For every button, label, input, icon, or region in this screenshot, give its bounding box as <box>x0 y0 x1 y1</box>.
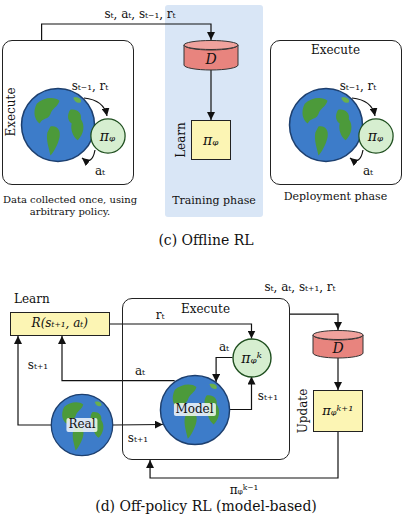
connector-arrow <box>42 24 211 40</box>
signal-label: sₜ₋₁, rₜ <box>340 79 377 93</box>
real-world-globe: Real <box>50 393 114 457</box>
learner-box: Learnπᵩ <box>191 120 231 160</box>
execute-box: πᵩ Execute <box>2 40 134 185</box>
note-text: Data collected once, using arbitrary pol… <box>3 194 138 218</box>
connector-label: rₜ <box>155 308 166 322</box>
signal-label: aₜ <box>363 164 373 178</box>
connector-arrow <box>230 377 252 410</box>
action-arrow <box>350 150 363 161</box>
action-arrow <box>82 150 95 161</box>
training-band: D LearnπᵩTraining phase <box>165 5 263 217</box>
connector-label: aₜ <box>134 364 146 378</box>
connector-label: sₜ₊₁ <box>27 358 49 372</box>
state-arrow <box>84 98 107 116</box>
connector-arrow <box>290 314 338 330</box>
reward-box: LearnR(sₜ₊₁, aₜ) <box>10 312 110 336</box>
update-box: Updateπᵩᵏ⁺¹ <box>313 390 363 432</box>
dataset-cylinder: D <box>312 330 364 358</box>
training-band-fill <box>165 5 263 217</box>
execute-box: πᵩExecuteDeployment phase <box>270 40 402 185</box>
node-label: Deployment phase <box>284 190 388 203</box>
node-heading: Update <box>297 389 311 434</box>
policy-circle: πᵩ <box>358 118 394 154</box>
node-label: D <box>332 340 343 356</box>
signal-label: sₜ₋₁, rₜ <box>72 79 109 93</box>
state-arrow <box>352 98 375 116</box>
node-label: Real <box>66 418 97 432</box>
connector-label: sₜ, aₜ, sₜ₋₁, rₜ <box>104 7 175 21</box>
policy-circle: πᵩ <box>90 118 126 154</box>
connector-label: sₜ, aₜ, sₜ₊₁, rₜ <box>263 280 336 294</box>
node-label: πᵩ <box>368 127 383 143</box>
dataset-cylinder: D <box>183 40 239 70</box>
node-heading: Execute <box>311 44 360 58</box>
connector-label: πᵩᵏ⁻¹ <box>229 483 260 497</box>
connector-arrow <box>337 358 338 390</box>
node-label: Execute <box>181 303 230 317</box>
model-globe: Model <box>159 374 231 446</box>
signal-label: aₜ <box>95 164 105 178</box>
connector-arrow <box>210 70 211 120</box>
connector-arrow <box>18 336 51 425</box>
node-heading: Learn <box>175 122 189 158</box>
node-label: πᵩᵏ⁺¹ <box>322 403 353 418</box>
earth-globe <box>290 89 363 162</box>
node-label: Execute <box>5 87 19 136</box>
node-label: Training phase <box>172 195 256 208</box>
connector-arrow <box>113 424 163 426</box>
node-label: Model <box>173 403 215 417</box>
connector-arrow <box>216 358 232 382</box>
subfigure-caption: (d) Off-policy RL (model-based) <box>95 498 317 515</box>
node-label: D <box>205 51 216 67</box>
connector-label: sₜ₊₁ <box>257 389 279 403</box>
node-label: πᵩ <box>203 132 218 148</box>
node-heading: Learn <box>14 293 50 307</box>
connector-label: sₜ₊₁ <box>127 431 149 445</box>
connector-label: aₜ <box>218 340 230 354</box>
connector-arrow <box>62 336 175 381</box>
node-label: πᵩ <box>100 127 115 143</box>
subfigure-caption: (c) Offline RL <box>158 232 253 249</box>
node-label: R(sₜ₊₁, aₜ) <box>32 317 88 331</box>
connector-arrow <box>110 324 252 339</box>
node-label: πᵩᵏ <box>241 349 261 365</box>
policy-circle: πᵩᵏ <box>232 338 272 378</box>
earth-globe <box>22 89 95 162</box>
